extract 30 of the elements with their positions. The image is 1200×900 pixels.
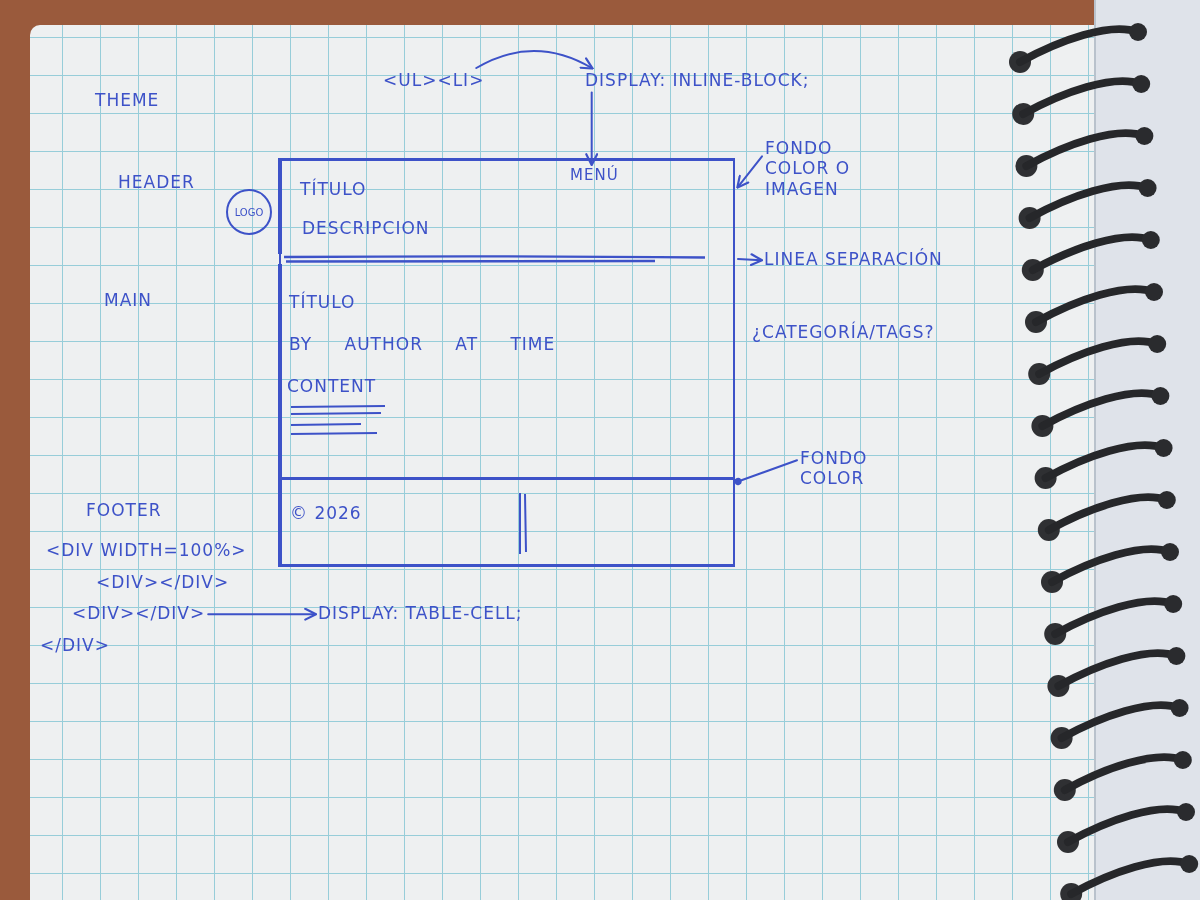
section-heading: FOOTER <box>86 500 162 521</box>
placeholder-circle: LOGO <box>226 189 272 235</box>
header-region <box>278 158 735 254</box>
annotation-text: FONDO COLOR O IMAGEN <box>765 138 865 200</box>
arrow <box>736 155 763 189</box>
css-note: DISPLAY: TABLE-CELL; <box>318 603 523 624</box>
title-text: TÍTULO <box>300 179 367 200</box>
section-heading: MAIN <box>104 290 153 311</box>
arrow <box>207 607 318 621</box>
code-text: </DIV> <box>40 635 110 656</box>
copyright-text: © 2026 <box>290 503 362 524</box>
side-note: ¿CATEGORÍA/TAGS? <box>752 322 935 343</box>
code-text: <DIV></DIV> <box>96 572 230 593</box>
content-text: CONTENT <box>287 376 377 397</box>
css-note: DISPLAY: INLINE-BLOCK; <box>585 70 810 91</box>
code-text: <DIV></DIV> <box>72 603 206 624</box>
page-title: THEME <box>95 90 160 111</box>
footer-region <box>278 477 735 567</box>
menu-label: MENÚ <box>570 166 619 184</box>
code-text: <DIV WIDTH=100%> <box>46 540 247 561</box>
separator-line <box>278 254 735 264</box>
post-title-text: TÍTULO <box>289 292 356 313</box>
annotation-text: FONDO COLOR <box>800 448 880 489</box>
description-text: DESCRIPCION <box>302 218 430 239</box>
annotation-text: LINEA SEPARACIÓN <box>764 249 943 270</box>
arrow <box>585 91 599 167</box>
byline-text: BY AUTHOR AT TIME <box>289 334 556 355</box>
arrow <box>737 253 764 267</box>
code-text: <UL><LI> <box>383 70 485 91</box>
section-heading: HEADER <box>118 172 195 193</box>
